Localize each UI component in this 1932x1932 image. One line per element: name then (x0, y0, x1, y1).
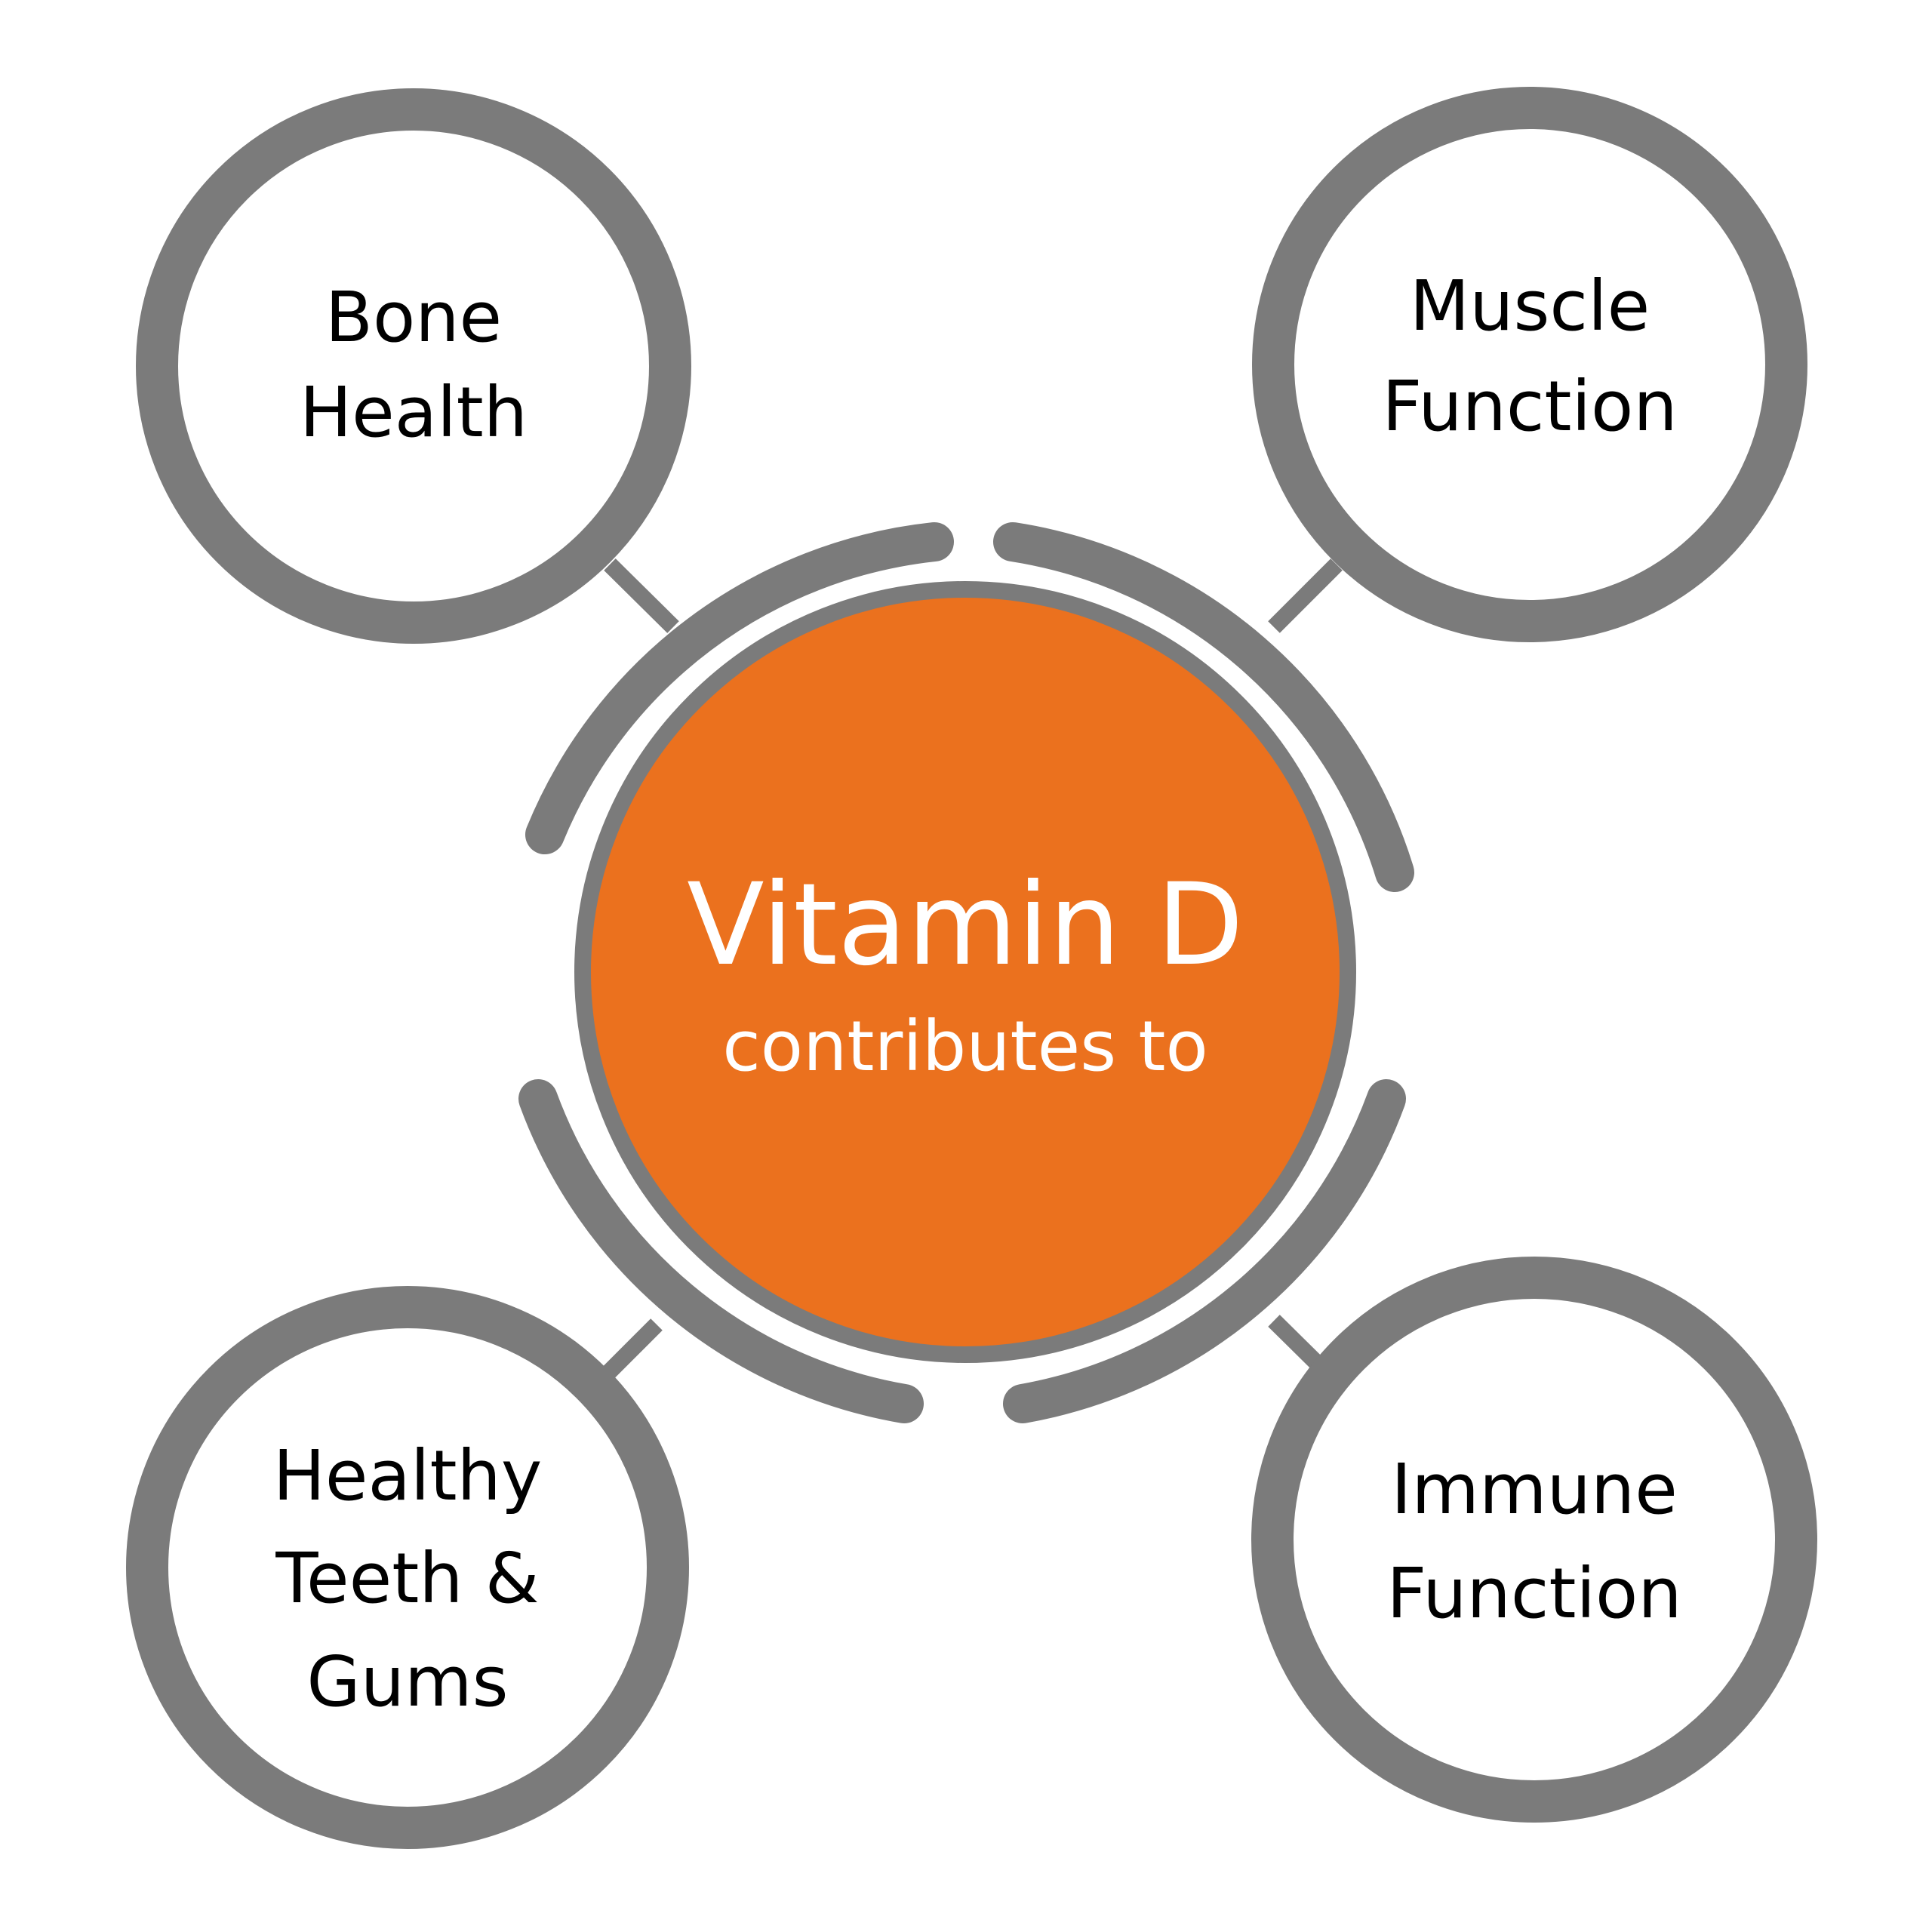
center-circle (574, 581, 1356, 1363)
connector-bone-health (604, 558, 679, 633)
center-node: Vitamin D contributes to (574, 581, 1356, 1363)
node-circle (1252, 87, 1807, 642)
node-label-line: Teeth & (275, 1538, 539, 1619)
node-muscle-function: Muscle Function (1252, 87, 1807, 642)
connector-healthy-teeth-gums (598, 1318, 663, 1383)
arc-top-right (993, 522, 1414, 892)
node-bone-health: Bone Health (136, 88, 691, 644)
node-label-line: Function (1386, 1553, 1681, 1634)
center-title: Vitamin D (687, 860, 1244, 991)
node-label-line: Immune (1391, 1449, 1678, 1530)
node-label-line: Function (1382, 366, 1677, 447)
arc-bottom-left (518, 1079, 924, 1423)
center-arcs (518, 522, 1414, 1423)
node-label-line: Bone (325, 277, 502, 358)
node-label-line: Gums (306, 1641, 508, 1722)
arc-top-left (525, 522, 954, 854)
node-label-line: Health (300, 372, 528, 453)
node-healthy-teeth-gums: Healthy Teeth & Gums (126, 1286, 689, 1849)
node-circle (136, 88, 691, 644)
center-subtitle: contributes to (722, 1006, 1208, 1087)
node-circle (1251, 1257, 1817, 1823)
node-label-line: Muscle (1410, 266, 1650, 346)
arc-bottom-right (1003, 1079, 1406, 1423)
connector-muscle-function (1268, 558, 1343, 633)
node-immune-function: Immune Function (1251, 1257, 1817, 1823)
node-label-line: Healthy (273, 1435, 543, 1516)
node-circle (126, 1286, 689, 1849)
